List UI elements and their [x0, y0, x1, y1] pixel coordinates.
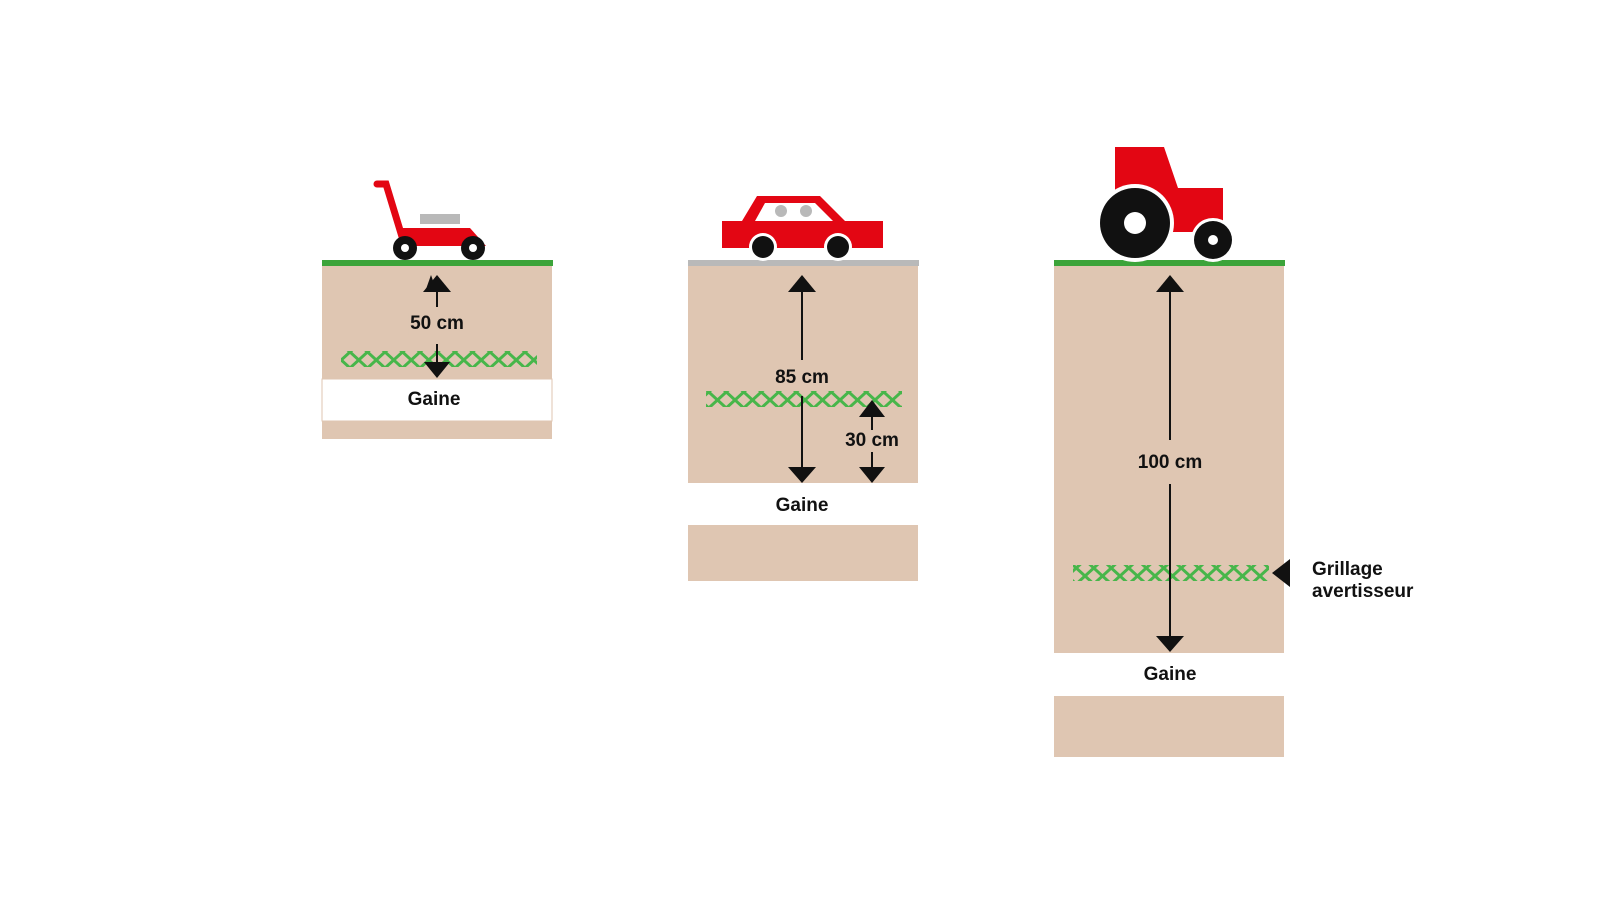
grass-surface [1054, 260, 1285, 266]
panel-lawn-mower [321, 180, 553, 439]
soil-lower [322, 421, 552, 439]
depth-label-85cm: 85 cm [773, 367, 831, 389]
offset-arrow [859, 400, 885, 483]
offset-label-30cm: 30 cm [843, 430, 901, 452]
sheath-gap [321, 378, 553, 422]
sheath-label: Gaine [775, 495, 829, 516]
depth-arrow [423, 275, 451, 378]
depth-label-100cm: 100 cm [1135, 452, 1205, 474]
car-icon [722, 196, 883, 261]
grass-surface [322, 260, 553, 266]
callout-pointer-icon [1272, 559, 1290, 587]
callout-line-1: Grillage [1312, 559, 1383, 580]
depth-arrow [1156, 275, 1184, 652]
lawn-mower-icon [373, 180, 486, 260]
road-surface [688, 260, 919, 266]
warning-mesh-callout: Grillage avertisseur [1312, 559, 1413, 603]
depth-arrow [788, 275, 816, 483]
soil-lower [1054, 696, 1284, 757]
warning-mesh [341, 351, 537, 367]
sheath-label: Gaine [407, 389, 461, 410]
tractor-icon [1096, 147, 1235, 262]
soil-lower [688, 525, 918, 581]
warning-mesh [706, 391, 902, 407]
depth-label-50cm: 50 cm [408, 313, 466, 335]
callout-line-2: avertisseur [1312, 581, 1414, 602]
sheath-label: Gaine [1143, 664, 1197, 685]
